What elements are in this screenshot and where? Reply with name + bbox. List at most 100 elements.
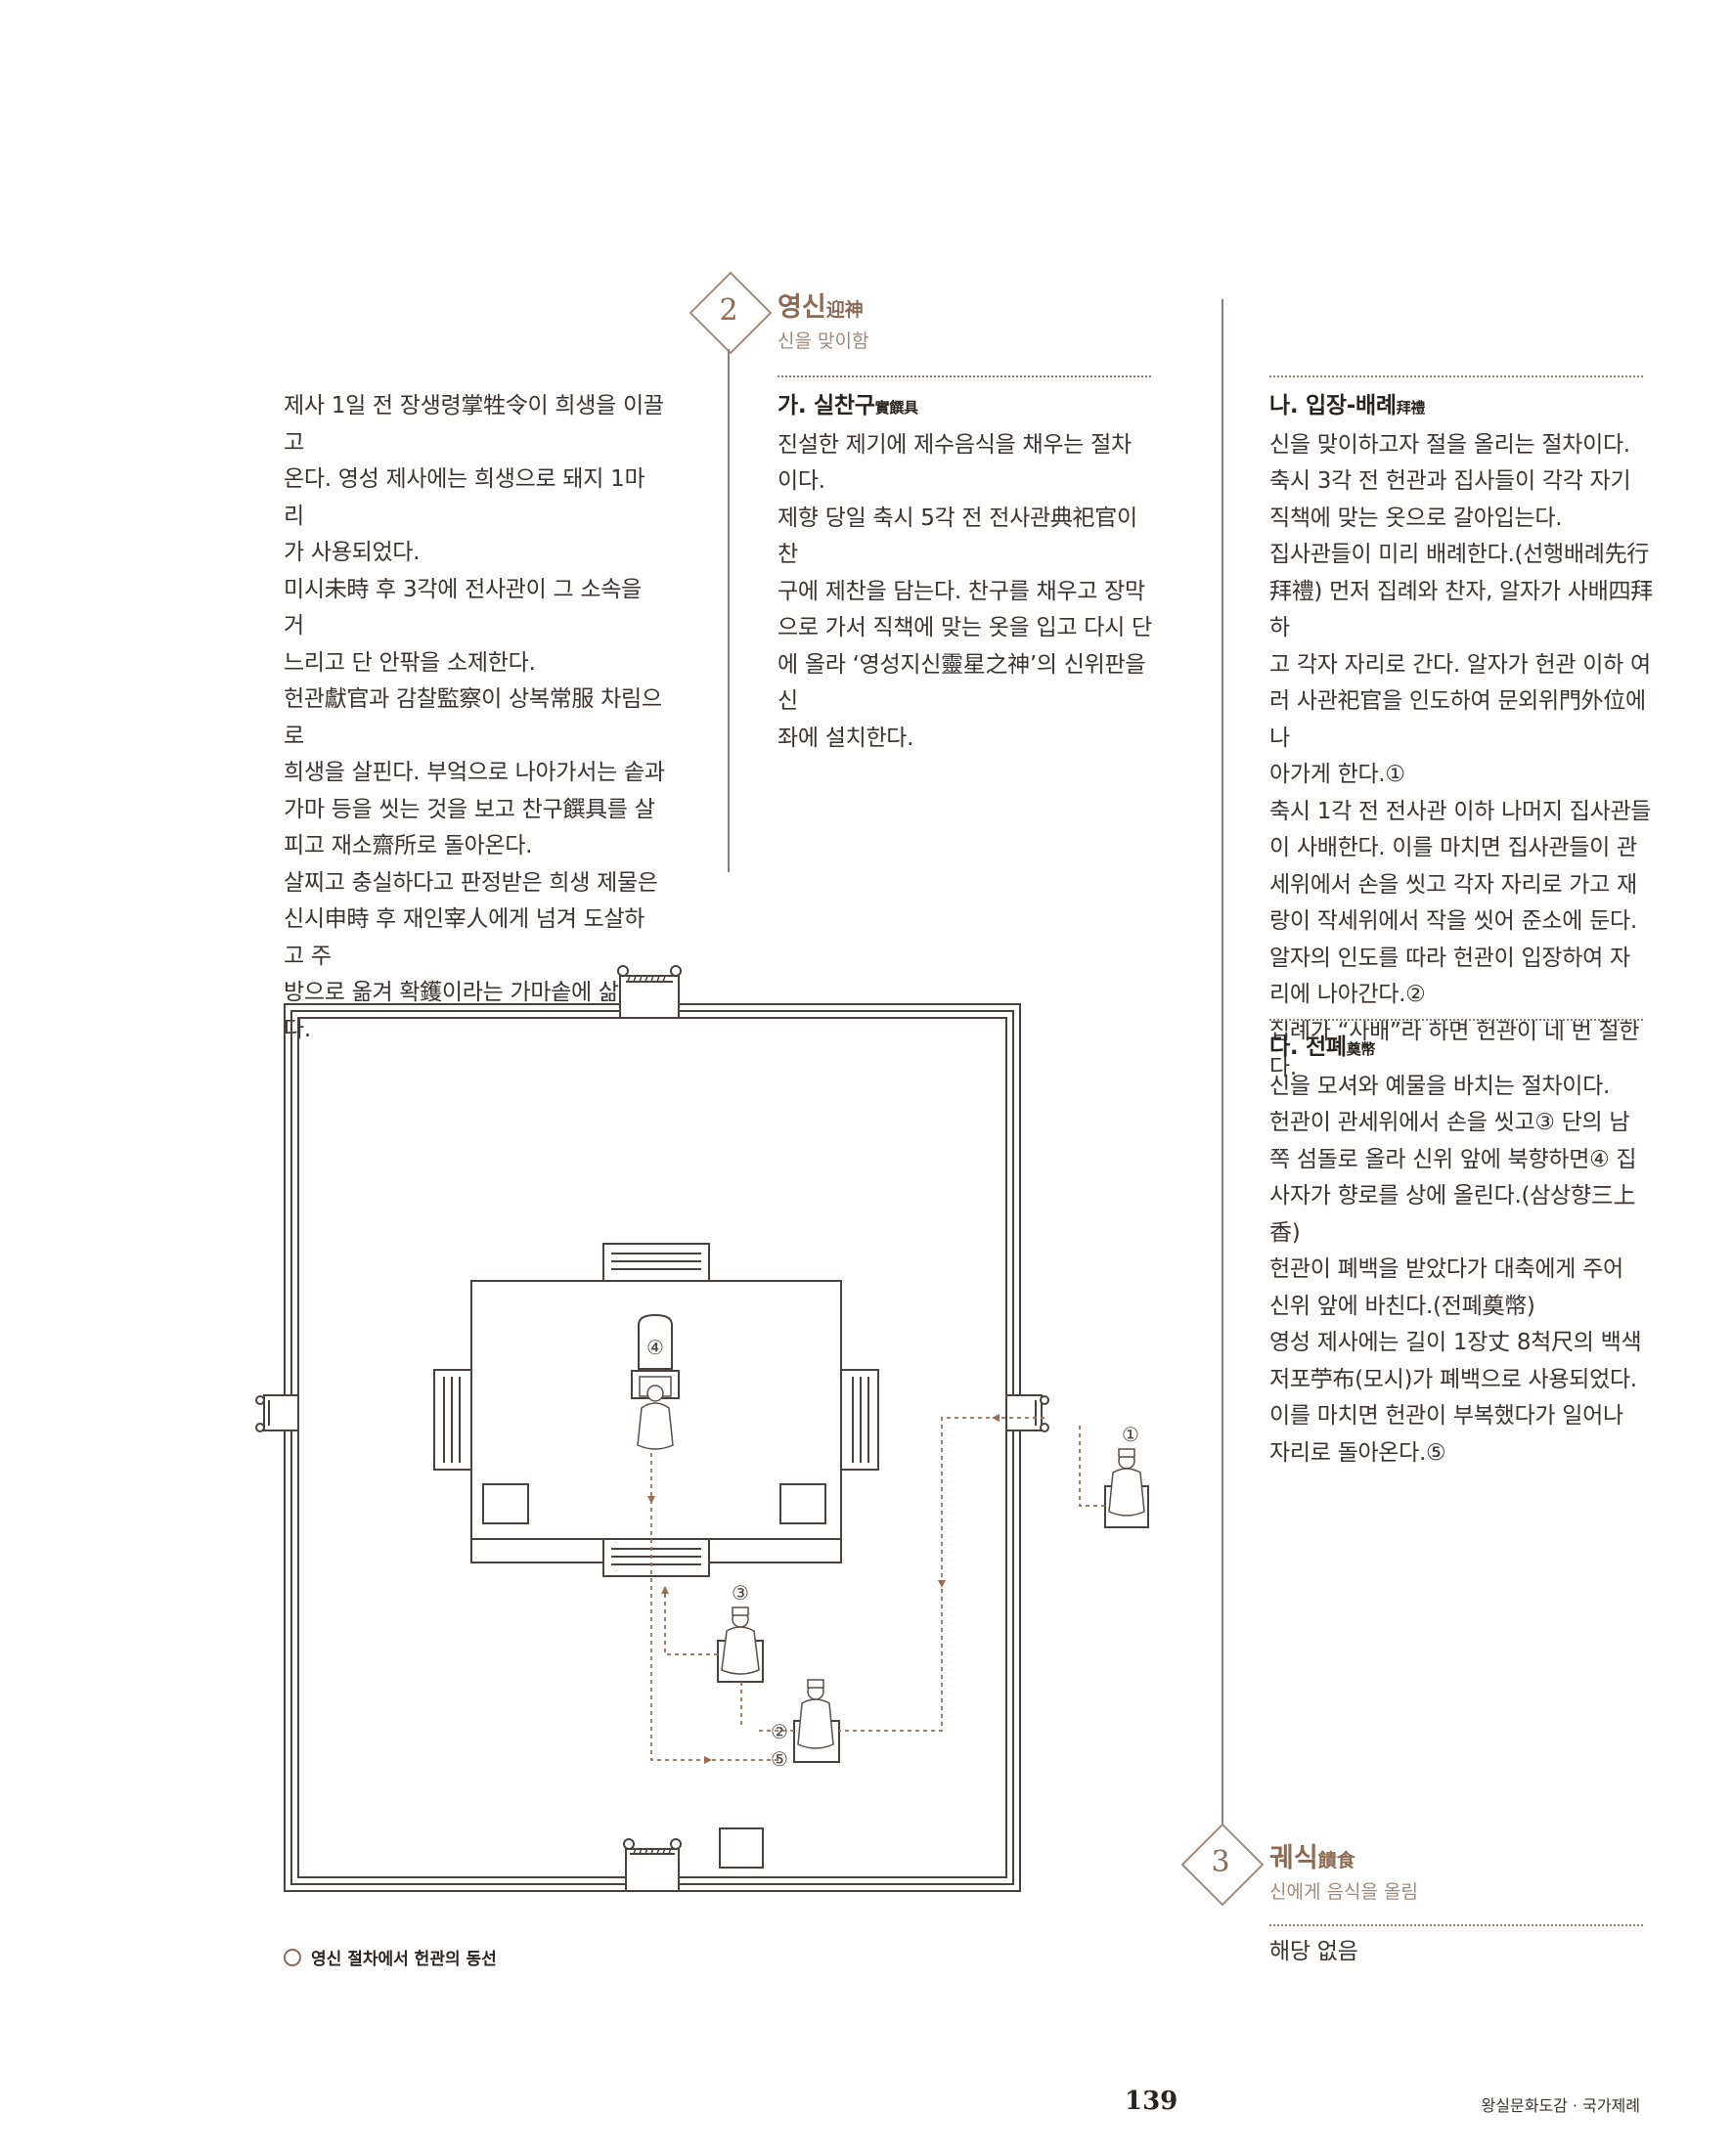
right-column-divider-1 — [1269, 375, 1643, 377]
text-line: 랑이 작세위에서 작을 씻어 준소에 둔다. — [1269, 908, 1637, 934]
right-column-na-text: 나. 입장-배례拜禮 신을 맞이하고자 절을 올리는 절차이다. 축시 3각 전… — [1269, 388, 1661, 1087]
hand-washing-stand — [719, 1827, 764, 1869]
text-line: 미시未時 후 3각에 전사관이 그 소속을 거 — [284, 576, 642, 639]
section-3-title: 궤식饋食 — [1269, 1836, 1418, 1874]
text-line: 구에 제찬을 담는다. 찬구를 채우고 장막 — [778, 578, 1145, 604]
text-line: 진설한 제기에 제수음식을 채우는 절차 — [778, 431, 1132, 458]
text-line: 헌관이 폐백을 받았다가 대축에게 주어 — [1269, 1256, 1623, 1282]
left-column-text: 제사 1일 전 장생령掌牲令이 희생을 이끌고 온다. 영성 제사에는 희생으로… — [284, 388, 665, 1048]
text-line: 이다. — [778, 468, 825, 494]
altar-south-stairs — [470, 1538, 842, 1563]
altar-east-stairs — [840, 1369, 879, 1471]
spirit-tablet — [638, 1313, 673, 1370]
text-line: 세위에서 손을 씻고 각자 자리로 가고 재 — [1269, 871, 1637, 898]
altar-north-stairs — [602, 1243, 710, 1282]
section-3-number: 3 — [1211, 1845, 1230, 1879]
text-line: 헌관獻官과 감찰監察이 상복常服 차림으로 — [284, 686, 662, 749]
text-line: 느리고 단 안팎을 소제한다. — [284, 649, 536, 676]
text-line: 축시 1각 전 전사관 이하 나머지 집사관들 — [1269, 798, 1652, 824]
text-line: 에 올라 ‘영성지신靈星之神’의 신위판을 신 — [778, 651, 1146, 715]
section-2-vertical-rule — [728, 349, 730, 872]
subsection-ga-title: 가. 실찬구 — [778, 393, 875, 418]
diagram-caption: 영신 절차에서 헌관의 동선 — [284, 1945, 497, 1969]
marker-4: ④ — [646, 1336, 664, 1359]
offering-table-east — [779, 1483, 826, 1524]
position-box-4 — [631, 1370, 680, 1399]
text-line: 신을 맞이하고자 절을 올리는 절차이다. — [1269, 431, 1630, 458]
altar-platform — [433, 1243, 879, 1577]
text-line: 온다. 영성 제사에는 희생으로 돼지 1마리 — [284, 466, 645, 529]
text-line: 직책에 맞는 옷으로 갈아입는다. — [1269, 505, 1563, 531]
page-number: 139 — [1125, 2087, 1178, 2116]
center-vertical-rule — [1222, 299, 1223, 1846]
text-line: 리에 나아간다.② — [1269, 982, 1426, 1007]
section-3-header: 궤식饋食 신에게 음식을 올림 — [1269, 1836, 1418, 1904]
section-2-title: 영신迎神 — [778, 286, 868, 324]
south-gate — [623, 1838, 682, 1892]
text-line: 러 사관祀官을 인도하여 문외위門外位에 나 — [1269, 688, 1646, 751]
position-box-3 — [717, 1640, 764, 1683]
text-line: 고 각자 자리로 간다. 알자가 헌관 이하 여 — [1269, 651, 1651, 678]
text-line: 아가게 한다.① — [1269, 762, 1405, 787]
movement-paths — [650, 1417, 1105, 1761]
outer-wall-outer — [284, 1003, 1021, 1892]
text-line: 자리로 돌아온다.⑤ — [1269, 1439, 1446, 1466]
subsection-da-title: 다. 전폐 — [1269, 1034, 1347, 1060]
section-2-number: 2 — [719, 293, 738, 328]
subsection-na-title: 나. 입장-배례 — [1269, 393, 1397, 418]
subsection-da-hanja: 奠幣 — [1346, 1040, 1376, 1058]
subsection-da-heading: 다. 전폐奠幣 — [1269, 1030, 1661, 1069]
marker-5: ⑤ — [771, 1747, 788, 1771]
section-3-number-badge: 3 — [1180, 1823, 1265, 1907]
text-line: 이를 마치면 헌관이 부복했다가 일어나 — [1269, 1403, 1623, 1429]
subsection-na-heading: 나. 입장-배례拜禮 — [1269, 388, 1661, 427]
text-line: 피고 재소齋所로 돌아온다. — [284, 833, 533, 858]
text-line: 사자가 향로를 상에 올린다.(삼상향三上香) — [1269, 1183, 1636, 1246]
section-3-body: 해당 없음 — [1269, 1939, 1358, 1964]
text-line: 신을 모셔와 예물을 바치는 절차이다. — [1269, 1073, 1610, 1099]
text-line: 쪽 섬돌로 올라 신위 앞에 북향하면④ 집 — [1269, 1146, 1637, 1172]
subsection-ga-hanja: 實饌具 — [874, 399, 918, 417]
section-2-title-text: 영신 — [778, 292, 826, 323]
text-line: 제사 1일 전 장생령掌牲令이 희생을 이끌고 — [284, 393, 664, 456]
text-line: 살찌고 충실하다고 판정받은 희생 제물은 — [284, 869, 658, 896]
text-line: 저포苧布(모시)가 폐백으로 사용되었다. — [1269, 1366, 1637, 1392]
officiant-figure-2 — [797, 1679, 834, 1749]
section-3-subtitle: 신에게 음식을 올림 — [1269, 1881, 1418, 1903]
running-footer: 왕실문화도감 · 국가제례 — [1481, 2096, 1640, 2115]
text-line: 신위 앞에 바친다.(전폐奠幣) — [1269, 1293, 1535, 1319]
text-line: 방으로 옮겨 확鑊이라는 가마솥에 삶았다. — [284, 980, 640, 1042]
text-line: 집사관들이 미리 배례한다.(선행배례先行 — [1269, 542, 1650, 567]
section-2-header: 영신迎神 신을 맞이함 — [778, 286, 868, 353]
subsection-na-hanja: 拜禮 — [1396, 399, 1426, 417]
outer-wall-inner — [297, 1017, 1007, 1878]
marker-3: ③ — [732, 1581, 749, 1605]
west-gate — [255, 1394, 299, 1432]
marker-1: ① — [1122, 1423, 1139, 1446]
officiant-figure-1 — [1108, 1448, 1145, 1517]
caption-circle-icon — [284, 1949, 301, 1966]
section-2-number-badge: 2 — [689, 271, 773, 355]
text-line: 拜禮) 먼저 집례와 찬자, 알자가 사배四拜하 — [1269, 578, 1653, 641]
diagram-caption-text: 영신 절차에서 헌관의 동선 — [311, 1950, 497, 1969]
altar-west-stairs — [433, 1369, 472, 1471]
text-line: 가마 등을 씻는 것을 보고 찬구饌具를 살 — [284, 796, 655, 822]
text-line: 가 사용되었다. — [284, 540, 421, 565]
subsection-ga-heading: 가. 실찬구實饌具 — [778, 388, 1159, 427]
path-arrows — [647, 1414, 1000, 1764]
text-line: 헌관이 관세위에서 손을 씻고③ 단의 남 — [1269, 1110, 1630, 1135]
right-column-da-text: 다. 전폐奠幣 신을 모셔와 예물을 바치는 절차이다. 헌관이 관세위에서 손… — [1269, 1030, 1661, 1472]
outer-wall-middle — [290, 1010, 1014, 1885]
section-3-divider — [1269, 1924, 1643, 1926]
text-line: 이 사배한다. 이를 마치면 집사관들이 관 — [1269, 835, 1637, 860]
section-2-subtitle: 신을 맞이함 — [778, 330, 869, 352]
section-3-title-text: 궤식 — [1269, 1843, 1318, 1873]
text-line: 제향 당일 축시 5각 전 전사관典祀官이 찬 — [778, 505, 1137, 568]
step-markers: ① ② ③ ④ ⑤ — [646, 1336, 1139, 1771]
section-2-title-hanja: 迎神 — [825, 299, 864, 321]
section-3-title-hanja: 饋食 — [1317, 1850, 1355, 1871]
officiant-figure-3 — [721, 1606, 760, 1675]
middle-column-divider — [778, 375, 1151, 377]
text-line: 으로 가서 직책에 맞는 옷을 입고 다시 단 — [778, 615, 1152, 640]
text-line: 영성 제사에는 길이 1장丈 8척尺의 백색 — [1269, 1330, 1642, 1355]
